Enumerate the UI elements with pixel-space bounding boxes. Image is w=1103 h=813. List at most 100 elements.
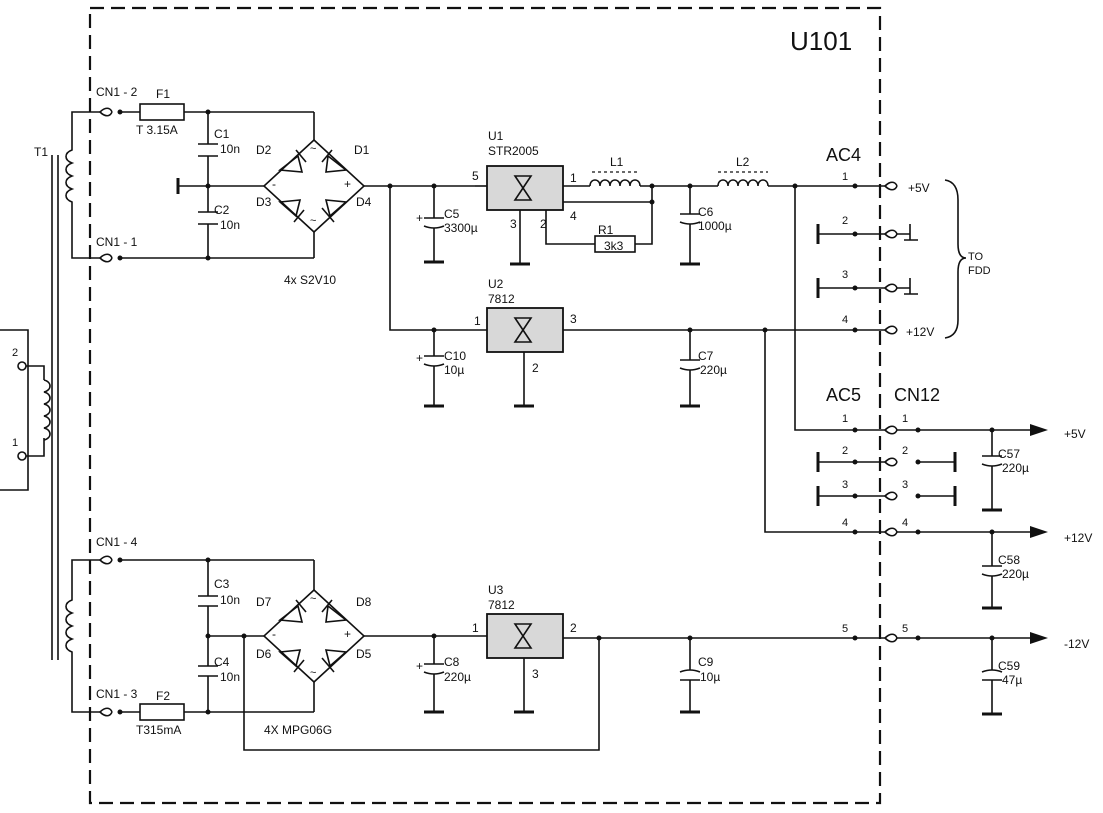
- u1-pin-2: 2: [540, 217, 547, 231]
- fuse-f2: [139, 703, 185, 721]
- u1-pin-4: 4: [570, 209, 577, 223]
- inductor-l1: [589, 171, 718, 202]
- bridge-rectifier-2: [262, 560, 487, 712]
- ac4-pin-4: 4: [842, 314, 849, 326]
- transformer-t1: [51, 111, 100, 713]
- cap-c10-plus: +: [416, 351, 424, 365]
- cn12-pin-5: 5: [902, 623, 909, 635]
- cap-c59-value: 47µ: [1002, 673, 1023, 687]
- ac5-pin-3: 3: [842, 479, 849, 491]
- u3-pin-2: 2: [570, 621, 577, 635]
- connector-cn12: CN12: [894, 385, 941, 405]
- fdd-5v-label: +5V: [908, 181, 930, 195]
- cap-c5-ref: C5: [444, 207, 460, 221]
- connector-cn1-4: CN1 - 4: [96, 535, 138, 549]
- regulator-u2-type: 7812: [488, 292, 515, 306]
- connector-cn1-2: CN1 - 2: [96, 85, 138, 99]
- cap-c1-ref: C1: [214, 127, 230, 141]
- connector-ac4: AC4: [826, 145, 862, 165]
- inductor-l2-label: L2: [736, 155, 750, 169]
- lower-input-wiring: [99, 555, 600, 751]
- output-5v-label: +5V: [1064, 427, 1086, 441]
- bridge1-label: 4x S2V10: [284, 273, 337, 287]
- ac5-cn12-connector: [816, 424, 1048, 644]
- u2-pin-2: 2: [532, 361, 539, 375]
- cap-c57-value: 220µ: [1002, 461, 1029, 475]
- ac4-pin-3: 3: [842, 269, 849, 281]
- regulator-u3: [486, 613, 885, 714]
- bridge2-minus: -: [272, 627, 276, 641]
- bridge1-tilde-bottom: ~: [310, 215, 317, 227]
- bridge1-tilde-top: ~: [310, 143, 317, 155]
- cap-c58-value: 220µ: [1002, 567, 1029, 581]
- diode-d2-label: D2: [256, 143, 272, 157]
- cap-c8: [423, 636, 445, 714]
- plug-pin-a: 2: [12, 347, 19, 359]
- regulator-u3-type: 7812: [488, 598, 515, 612]
- transformer-label: T1: [34, 145, 49, 159]
- cap-c58-ref: C58: [998, 553, 1021, 567]
- ac5-pin-1: 1: [842, 413, 849, 425]
- cn12-pin-4: 4: [902, 517, 909, 529]
- u2-pin-3: 3: [570, 312, 577, 326]
- cap-c1: [198, 143, 218, 157]
- regulator-u1-type: STR2005: [488, 144, 539, 158]
- diode-d8-label: D8: [356, 595, 372, 609]
- cap-c4-value: 10n: [220, 670, 241, 684]
- resistor-r1-value: 3k3: [604, 239, 624, 253]
- cn12-pin-1: 1: [902, 413, 909, 425]
- left-plug: [0, 329, 51, 491]
- module-title: U101: [790, 26, 853, 56]
- cap-c8-value: 220µ: [444, 670, 471, 684]
- cn12-pin-3: 3: [902, 479, 909, 491]
- cap-c4-ref: C4: [214, 655, 230, 669]
- bridge2-label: 4X MPG06G: [264, 723, 333, 737]
- fuse-f1: [139, 103, 185, 121]
- output-12v-label: +12V: [1064, 531, 1093, 545]
- bridge2-tilde-bottom: ~: [310, 667, 317, 679]
- cap-c59-ref: C59: [998, 659, 1021, 673]
- u3-pin-1: 1: [472, 621, 479, 635]
- u3-pin-3: 3: [532, 667, 539, 681]
- diode-d7-label: D7: [256, 595, 272, 609]
- regulator-u3-ref: U3: [488, 583, 504, 597]
- diode-d6-label: D6: [256, 647, 272, 661]
- cap-c3: [198, 595, 218, 607]
- bridge2-plus: +: [344, 627, 352, 641]
- cap-c57-ref: C57: [998, 447, 1021, 461]
- diode-d1-label: D1: [354, 143, 370, 157]
- ac5-pin-5: 5: [842, 623, 849, 635]
- diode-d3-label: D3: [256, 195, 272, 209]
- bridge-rectifier-1: [262, 112, 475, 258]
- u1-pin-3: 3: [510, 217, 517, 231]
- cap-c10-value: 10µ: [444, 363, 465, 377]
- to-fdd-label: TO FDD: [968, 251, 991, 277]
- cap-c10-ref: C10: [444, 349, 467, 363]
- cap-c3-value: 10n: [220, 593, 241, 607]
- diode-d4-label: D4: [356, 195, 372, 209]
- cap-c7-ref: C7: [698, 349, 714, 363]
- regulator-u2-ref: U2: [488, 277, 504, 291]
- cap-c6-ref: C6: [698, 205, 714, 219]
- bridge1-minus: -: [272, 177, 276, 191]
- cap-c59: [981, 635, 1003, 716]
- connector-cn1-3: CN1 - 3: [96, 687, 138, 701]
- cap-c2-ref: C2: [214, 203, 230, 217]
- cn12-pin-2: 2: [902, 445, 909, 457]
- cap-c2-value: 10n: [220, 218, 241, 232]
- fuse-f1-value: T 3.15A: [136, 123, 178, 137]
- cap-c6-value: 1000µ: [698, 219, 732, 233]
- output-m12v-label: -12V: [1064, 637, 1090, 651]
- ac5-pin-2: 2: [842, 445, 849, 457]
- cap-c5-plus: +: [416, 211, 424, 225]
- fuse-f2-value: T315mA: [136, 723, 182, 737]
- resistor-r1-ref: R1: [598, 223, 614, 237]
- regulator-u2: [389, 186, 885, 533]
- cap-c8-plus: +: [416, 659, 424, 673]
- fuse-f1-ref: F1: [156, 87, 171, 101]
- regulator-u1: [475, 165, 655, 266]
- cap-c4: [198, 665, 218, 677]
- inductor-l1-label: L1: [610, 155, 624, 169]
- u1-pin-5: 5: [472, 169, 479, 183]
- cap-c3-ref: C3: [214, 577, 230, 591]
